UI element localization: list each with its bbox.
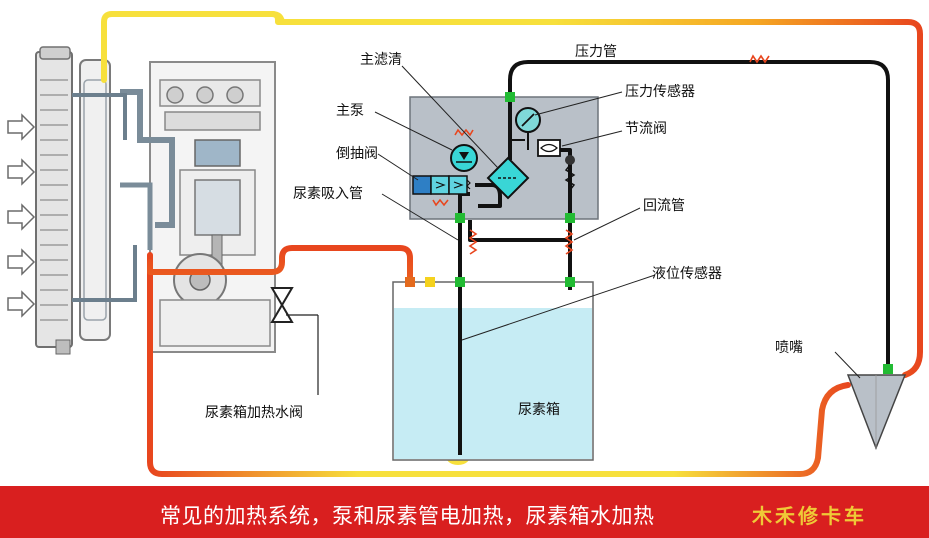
watermark: 木禾修卡车 — [752, 504, 867, 528]
pressure-line — [508, 60, 890, 372]
valve-icon[interactable] — [270, 287, 294, 323]
heater-coil-icon — [432, 54, 770, 255]
label-urea-suction-pipe: 尿素吸入管 — [293, 186, 363, 202]
radiator-icon — [35, 46, 137, 355]
label-check-valve: 倒抽阀 — [336, 146, 378, 162]
label-pressure-sensor: 压力传感器 — [625, 84, 695, 100]
green-connectors — [455, 92, 893, 374]
label-urea-tank: 尿素箱 — [518, 402, 560, 418]
engine-icon — [120, 61, 276, 353]
connector-heating-out — [425, 277, 435, 287]
gauge-icon — [515, 107, 541, 150]
label-level-sensor: 液位传感器 — [652, 266, 722, 282]
label-tank-heating-valve: 尿素箱加热水阀 — [205, 405, 303, 421]
caption-bar — [0, 486, 929, 538]
coolant-supply-pipe — [101, 11, 923, 378]
caption-text: 常见的加热系统，泵和尿素管电加热，尿素箱水加热 — [160, 504, 655, 528]
nozzle-icon — [846, 374, 907, 451]
check-valve-icon — [412, 175, 471, 195]
connector-heating-in — [405, 277, 415, 287]
coolant-return-pipe — [147, 252, 851, 477]
label-main-pump: 主泵 — [336, 103, 364, 119]
label-main-filter: 主滤清 — [360, 52, 402, 68]
label-pressure-pipe: 压力管 — [575, 44, 617, 60]
label-return-pipe: 回流管 — [643, 198, 685, 214]
label-nozzle: 喷嘴 — [775, 340, 803, 356]
label-throttle-valve: 节流阀 — [625, 121, 667, 137]
pump-icon — [450, 144, 478, 172]
urea-tank — [392, 281, 594, 461]
airflow-arrow-icon — [7, 113, 36, 318]
throttle-icon — [537, 139, 576, 191]
